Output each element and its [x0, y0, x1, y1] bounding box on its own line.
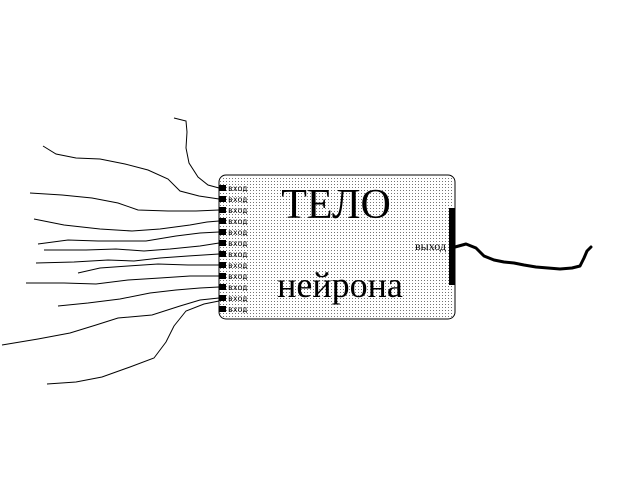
- input-wire-5: [37, 231, 220, 245]
- input-wire-2: [42, 145, 220, 200]
- input-label: вход: [228, 250, 247, 259]
- input-label: вход: [228, 228, 247, 237]
- input-label: вход: [228, 239, 247, 248]
- input-wire-10: [57, 286, 220, 307]
- body-title-line2: нейрона: [277, 265, 403, 305]
- input-terminal: [219, 229, 226, 235]
- input-label: вход: [228, 283, 247, 292]
- input-wire-7: [35, 253, 220, 264]
- input-wire-11: [1, 297, 220, 346]
- input-label: вход: [228, 261, 247, 270]
- input-terminal: [219, 251, 226, 257]
- input-terminal: [219, 185, 226, 191]
- input-terminal: [219, 196, 226, 202]
- input-wire-6: [44, 242, 220, 252]
- input-terminal: [219, 295, 226, 301]
- input-wires: [1, 117, 220, 385]
- input-label: вход: [228, 206, 247, 215]
- input-terminal: [219, 207, 226, 213]
- input-labels: вход вход вход вход вход вход вход вход вход вход…: [228, 184, 247, 314]
- input-terminals: [219, 185, 226, 312]
- input-label: вход: [228, 272, 247, 281]
- input-wire-4: [33, 218, 220, 232]
- input-label: вход: [228, 305, 247, 314]
- input-label: вход: [228, 184, 247, 193]
- input-wire-9: [26, 275, 219, 285]
- input-terminal: [219, 306, 226, 312]
- neuron-body-texture: [220, 176, 454, 318]
- input-terminal: [219, 240, 226, 246]
- input-terminal: [219, 273, 226, 279]
- input-wire-12: [46, 300, 220, 385]
- body-title-line1: ТЕЛО: [281, 182, 391, 228]
- input-label: вход: [228, 195, 247, 204]
- output-terminal: [449, 208, 455, 285]
- input-wire-1: [173, 117, 220, 189]
- input-wire-3: [29, 192, 220, 212]
- input-terminal: [219, 218, 226, 224]
- input-terminal: [219, 284, 226, 290]
- input-label: вход: [228, 294, 247, 303]
- input-label: вход: [228, 217, 247, 226]
- input-wire-8: [77, 263, 219, 274]
- output-wire-axon: [453, 242, 593, 271]
- output-label: выход: [415, 239, 446, 253]
- input-terminal: [219, 262, 226, 268]
